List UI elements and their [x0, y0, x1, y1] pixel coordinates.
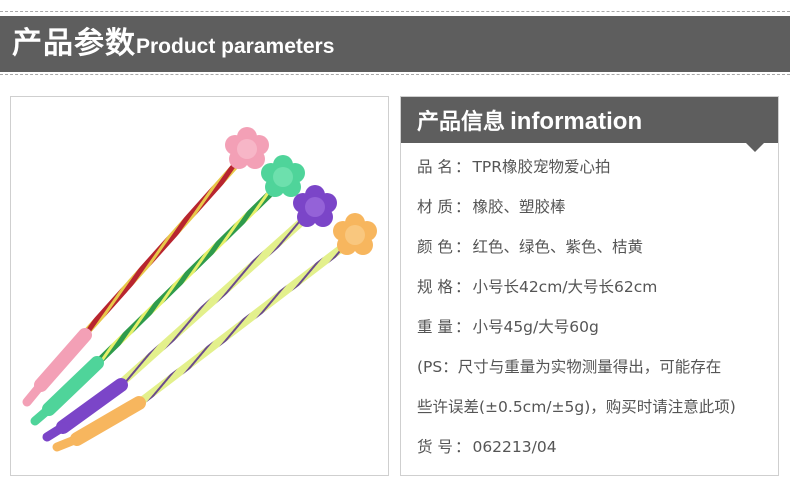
- info-value: TPR橡胶宠物爱心拍: [472, 158, 611, 176]
- info-separator: ：: [454, 238, 471, 256]
- info-list: 品 名：TPR橡胶宠物爱心拍 材 质：橡胶、塑胶棒 颜 色：红色、绿色、紫色、桔…: [417, 147, 775, 467]
- swatter-green: [30, 155, 305, 426]
- banner-dash-line-top: [0, 11, 790, 12]
- info-label: 材 质: [417, 198, 453, 216]
- info-row-name: 品 名：TPR橡胶宠物爱心拍: [417, 147, 775, 187]
- info-header: 产品信息 information: [401, 97, 778, 143]
- info-value: 062213/04: [472, 438, 557, 456]
- info-row-item-number: 货 号：062213/04: [417, 427, 775, 467]
- swatter-purple: [42, 185, 337, 442]
- info-row-material: 材 质：橡胶、塑胶棒: [417, 187, 775, 227]
- banner-title-zh: 产品参数: [12, 26, 136, 61]
- info-row-note-line1: (PS：尺寸与重量为实物测量得出，可能存在: [417, 347, 775, 387]
- info-label: 品 名: [417, 158, 453, 176]
- info-header-en: information: [510, 108, 643, 135]
- banner-dash-line-bottom: [0, 74, 790, 75]
- flower-green-icon: [261, 155, 305, 197]
- info-row-size: 规 格：小号长42cm/大号长62cm: [417, 267, 775, 307]
- info-separator: ：: [454, 438, 471, 456]
- info-value: 橡胶、塑胶棒: [472, 198, 566, 216]
- info-row-weight: 重 量：小号45g/大号60g: [417, 307, 775, 347]
- info-value: 红色、绿色、紫色、桔黄: [472, 238, 643, 256]
- info-label: 重 量: [417, 318, 453, 336]
- info-label: 规 格: [417, 278, 453, 296]
- swatter-orange: [52, 213, 377, 452]
- info-label: 颜 色: [417, 238, 453, 256]
- product-info-panel: 产品信息 information 品 名：TPR橡胶宠物爱心拍 材 质：橡胶、塑…: [400, 96, 779, 476]
- flower-purple-icon: [293, 185, 337, 227]
- info-separator: ：: [454, 318, 471, 336]
- info-row-note-line2: 些许误差(±0.5cm/±5g)，购买时请注意此项): [417, 387, 775, 427]
- info-separator: ：: [454, 278, 471, 296]
- info-separator: ：: [454, 158, 471, 176]
- info-value: 小号长42cm/大号长62cm: [472, 278, 658, 296]
- product-photo-frame: [10, 96, 389, 476]
- banner-bar: [0, 16, 790, 72]
- info-value: 些许误差(±0.5cm/±5g)，购买时请注意此项): [417, 398, 736, 416]
- flower-pink-icon: [225, 127, 269, 169]
- product-photo: [22, 127, 377, 452]
- info-header-title: 产品信息 information: [417, 104, 642, 136]
- flower-orange-icon: [333, 213, 377, 255]
- banner-title-en: Product parameters: [136, 35, 335, 58]
- info-separator: ：: [454, 198, 471, 216]
- info-value: 小号45g/大号60g: [472, 318, 599, 336]
- swatter-pink: [22, 127, 269, 407]
- top-banner: 产品参数 Product parameters: [0, 0, 790, 76]
- info-label: 货 号: [417, 438, 453, 456]
- info-value: (PS：尺寸与重量为实物测量得出，可能存在: [417, 358, 722, 376]
- banner-title: 产品参数 Product parameters: [12, 22, 334, 66]
- info-row-color: 颜 色：红色、绿色、紫色、桔黄: [417, 227, 775, 267]
- header-notch-icon: [746, 143, 764, 152]
- info-header-zh: 产品信息: [417, 110, 506, 135]
